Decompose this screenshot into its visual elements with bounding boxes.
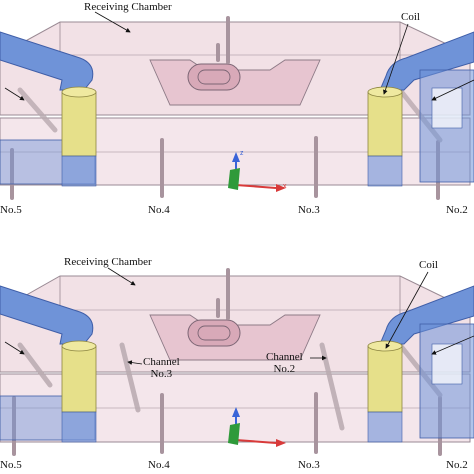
channel-no3-label: Channel No.3 [143,356,180,380]
top-coil-label: Coil [401,11,420,23]
bottom-position-no3: No.3 [298,459,320,471]
bottom-right-coil [367,340,403,443]
top-panel [0,11,474,200]
channel-left-leader [127,360,143,365]
top-axis-triad [228,152,286,192]
bottom-right-arrow [431,335,474,355]
bottom-position-no5: No.5 [0,459,22,471]
top-position-no5: No.5 [0,204,22,216]
channel-no2-label: Channel No.2 [266,351,303,375]
top-axis-z-label: z [240,150,244,157]
top-right-arrow [431,79,474,101]
top-position-no4: No.4 [148,204,170,216]
bottom-left-coil [61,340,97,443]
top-right-arm [379,31,474,91]
bottom-position-no2: No.2 [446,459,468,471]
bottom-left-arrow [4,341,25,355]
bottom-chamber-leader [107,267,136,286]
top-right-coil [367,86,403,187]
bottom-coil-leader [385,271,429,349]
top-left-arrow [4,87,25,101]
bottom-left-arm [0,285,94,345]
top-axis-x-label: x [283,183,287,190]
top-left-coil [61,86,97,187]
top-coil-leader [383,23,409,95]
bottom-position-no4: No.4 [148,459,170,471]
top-position-no2: No.2 [446,204,468,216]
top-position-no3: No.3 [298,204,320,216]
bottom-panel [0,267,474,456]
top-funnel-opening [187,63,241,91]
bottom-axis-triad [228,407,286,447]
bottom-right-arm [379,285,474,345]
bottom-receiving-chamber-label: Receiving Chamber [64,256,152,268]
bottom-coil-label: Coil [419,259,438,271]
top-lower-box [0,117,471,186]
bottom-funnel-opening [187,319,241,347]
top-receiving-chamber-label: Receiving Chamber [84,1,172,13]
top-left-arm [0,31,94,91]
top-chamber-leader [94,11,131,33]
